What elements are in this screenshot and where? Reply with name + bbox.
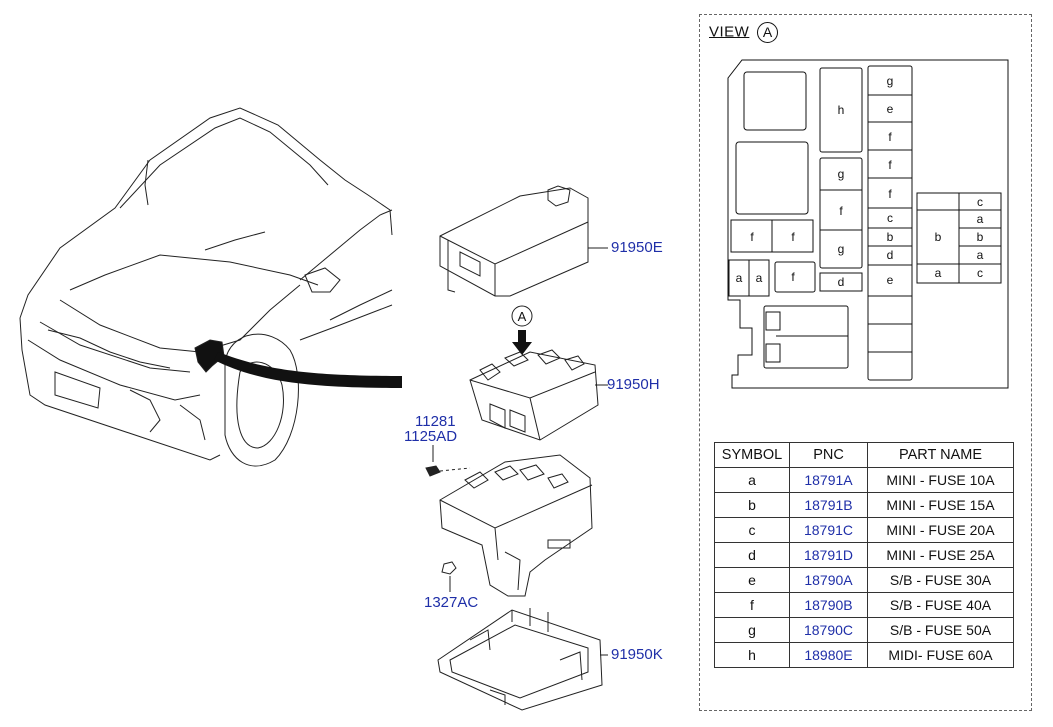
slot-a: a (935, 266, 942, 280)
row-part-name: MIDI- FUSE 60A (867, 642, 1014, 668)
view-arrow (512, 330, 532, 355)
view-marker-circle (511, 305, 533, 327)
slot-f: f (888, 187, 892, 201)
row-symbol: c (714, 517, 790, 543)
row-part-name: MINI - FUSE 10A (867, 467, 1014, 493)
slot-c: c (887, 211, 893, 225)
callout-lower-case-91950k[interactable]: 91950K (611, 646, 663, 663)
fuse-slot-labels: h g f g f f a a f d g e f f f c b d e c … (736, 74, 984, 289)
slot-g: g (838, 167, 845, 181)
row-symbol: h (714, 642, 790, 668)
callout-cover-91950e[interactable]: 91950E (611, 239, 663, 256)
row-pnc-link[interactable]: 18791D (789, 542, 868, 568)
row-symbol: e (714, 567, 790, 593)
view-title-text: VIEW (709, 23, 750, 41)
row-symbol: b (714, 492, 790, 518)
callout-nut-1327ac[interactable]: 1327AC (424, 594, 479, 611)
callout-bolt-1125ad[interactable]: 1125AD (404, 428, 458, 445)
row-pnc-link[interactable]: 18791B (789, 492, 868, 518)
relay-block-drawing (469, 349, 608, 441)
slot-a: a (756, 271, 763, 285)
slot-g: g (887, 74, 894, 88)
main-junction-box-drawing (439, 454, 593, 597)
slot-b: b (887, 230, 894, 244)
row-part-name: MINI - FUSE 25A (867, 542, 1014, 568)
table-header-row: SYMBOL PNC PART NAME (714, 442, 1014, 468)
view-title-marker: A (757, 22, 779, 43)
row-pnc-link[interactable]: 18791C (789, 517, 868, 543)
view-a-panel (699, 14, 1032, 711)
row-symbol: g (714, 617, 790, 643)
row-pnc-link[interactable]: 18790C (789, 617, 868, 643)
slot-f: f (791, 270, 795, 284)
slot-f: f (888, 130, 892, 144)
slot-a: a (736, 271, 743, 285)
callout-relay-block-91950h[interactable]: 91950H (607, 376, 660, 393)
slot-f: f (888, 158, 892, 172)
slot-f: f (750, 230, 754, 244)
view-a-fuse-layout (727, 59, 1009, 389)
slot-a: a (977, 212, 984, 226)
row-symbol: f (714, 592, 790, 618)
row-part-name: S/B - FUSE 30A (867, 567, 1014, 593)
row-pnc-link[interactable]: 18790A (789, 567, 868, 593)
row-part-name: MINI - FUSE 20A (867, 517, 1014, 543)
slot-a: a (977, 248, 984, 262)
slot-f: f (791, 230, 795, 244)
row-symbol: d (714, 542, 790, 568)
leader-swoosh (214, 352, 402, 388)
view-marker-label: A (518, 309, 527, 324)
view-a-title: VIEW A (709, 22, 779, 43)
slot-f: f (839, 204, 843, 218)
slot-d: d (887, 248, 894, 262)
row-part-name: S/B - FUSE 40A (867, 592, 1014, 618)
slot-b: b (935, 230, 942, 244)
row-pnc-link[interactable]: 18791A (789, 467, 868, 493)
slot-b: b (977, 230, 984, 244)
header-part-name: PART NAME (867, 442, 1014, 468)
cover-drawing (439, 185, 608, 297)
slot-g: g (838, 242, 845, 256)
row-pnc-link[interactable]: 18790B (789, 592, 868, 618)
header-pnc: PNC (789, 442, 868, 468)
bolt-drawing (425, 445, 471, 477)
slot-e: e (887, 102, 894, 116)
slot-c: c (977, 195, 983, 209)
slot-e: e (887, 273, 894, 287)
row-part-name: S/B - FUSE 50A (867, 617, 1014, 643)
row-pnc-link[interactable]: 18980E (789, 642, 868, 668)
lower-case-drawing (437, 608, 608, 711)
callout-bolt-11281[interactable]: 11281 (415, 413, 456, 430)
row-symbol: a (714, 467, 790, 493)
slot-d: d (838, 275, 845, 289)
slot-c: c (977, 266, 983, 280)
row-part-name: MINI - FUSE 15A (867, 492, 1014, 518)
header-symbol: SYMBOL (714, 442, 790, 468)
car-illustration (19, 107, 393, 467)
slot-h: h (838, 103, 845, 117)
nut-drawing (441, 561, 457, 592)
